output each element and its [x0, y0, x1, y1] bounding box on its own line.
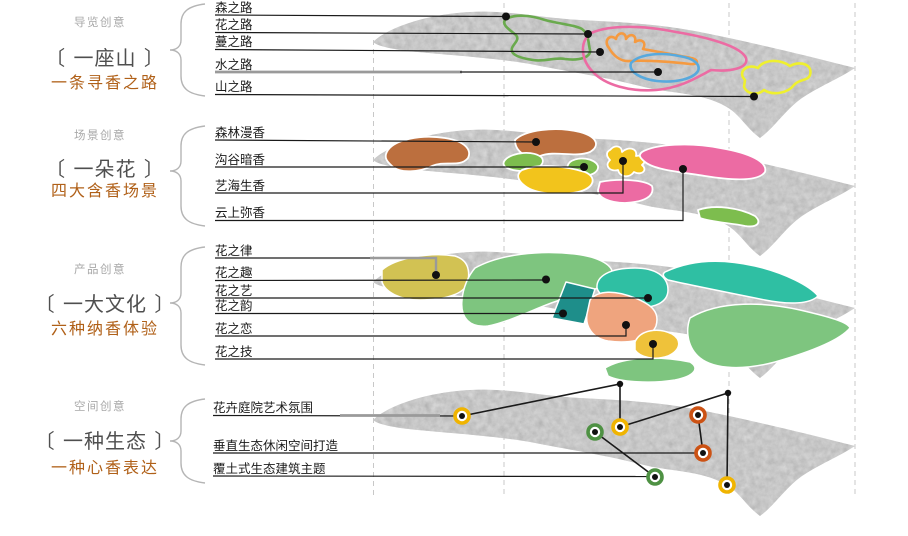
- culture-zones: [381, 251, 851, 383]
- leader-line-mountain-route: [214, 93, 755, 98]
- leader-line-forest-scene: [214, 139, 537, 143]
- leader-line-flower-fun: [214, 279, 547, 282]
- section-subtitle-four-scenes: 四大含香场景: [50, 181, 159, 200]
- route-loop-vine: [605, 32, 699, 66]
- dot-network-apex-2: [724, 389, 732, 397]
- zone-flower-art-east: [662, 260, 819, 304]
- section-brace-3: [169, 246, 206, 366]
- section-category-product: 产品创意: [74, 262, 126, 276]
- label-flower-rhythm: 花之律: [215, 243, 253, 258]
- leader-line-earth-building: [212, 475, 651, 478]
- section-title-one-mountain: 〔 一座山 〕: [45, 46, 165, 70]
- network-earth-building: [594, 431, 656, 478]
- label-flower-rhyme: 花之韵: [215, 298, 253, 313]
- dot-art-scene: [619, 157, 627, 165]
- terrain-map-routes: [373, 11, 855, 138]
- route-loop-forest: [502, 14, 592, 62]
- leader-line-flower-rhythm-gray: [370, 256, 438, 272]
- dot-flower-rhyme: [559, 309, 567, 318]
- dot-cloud-scene: [679, 165, 687, 173]
- leader-line-forest-route: [214, 14, 506, 18]
- section-brace-2: [169, 125, 206, 227]
- dot-flower-love: [622, 321, 630, 329]
- section-title-one-flower: 〔 一朵花 〕: [45, 157, 165, 181]
- marker-earth-building-2: [646, 468, 664, 486]
- dot-flower-route: [584, 30, 592, 38]
- zone-flower-love: [585, 291, 658, 343]
- label-forest-route: 森之路: [215, 0, 253, 15]
- section-subtitle-six-experiences: 六种纳香体验: [50, 319, 159, 338]
- scene-area-forest-west: [384, 135, 470, 173]
- section-brace-4: [169, 398, 206, 484]
- marker-vertical-eco-2: [694, 444, 712, 462]
- dot-valley-scene: [580, 163, 588, 171]
- dot-vine-route: [596, 48, 604, 56]
- dot-forest-scene: [532, 138, 540, 146]
- zone-flower-rhythm: [381, 254, 470, 301]
- label-forest-scene: 森林漫香: [215, 125, 266, 140]
- label-water-route: 水之路: [215, 57, 253, 72]
- label-flower-craft: 花之技: [215, 344, 253, 359]
- label-flower-art: 花之艺: [215, 283, 253, 298]
- scene-area-cloud-south: [597, 179, 654, 204]
- scene-area-cloud: [638, 143, 767, 181]
- dot-flower-fun: [542, 275, 550, 284]
- dot-flower-rhythm: [432, 271, 440, 279]
- route-loops: [502, 14, 812, 95]
- leader-line-cloud-scene: [215, 169, 684, 222]
- leader-line-flower-route: [214, 31, 589, 35]
- scene-area-art-south: [517, 165, 594, 195]
- section-braces: [169, 3, 206, 484]
- label-flower-love: 花之恋: [215, 321, 253, 336]
- zone-green-right: [687, 303, 851, 369]
- section-category-scene: 场景创意: [74, 128, 126, 142]
- marker-vertical-eco-1: [689, 406, 707, 424]
- section-category-guide: 导览创意: [74, 15, 126, 29]
- leader-line-flower-craft: [215, 345, 654, 360]
- section-category-space: 空间创意: [74, 399, 126, 413]
- marker-courtyard-2: [611, 418, 629, 436]
- label-flower-route: 花之路: [215, 17, 253, 32]
- leader-dots: [432, 12, 758, 397]
- leader-line-flower-love: [215, 326, 627, 337]
- leader-lines: [212, 14, 755, 486]
- label-earth-building: 覆土式生态建筑主题: [213, 461, 326, 476]
- section-brace-1: [169, 3, 206, 97]
- leader-line-art-scene: [215, 161, 624, 194]
- label-mountain-route: 山之路: [215, 79, 253, 94]
- dot-mountain-route: [750, 92, 758, 101]
- eco-markers: [453, 406, 736, 494]
- label-courtyard-art: 花卉庭院艺术氛围: [213, 400, 314, 415]
- label-cloud-scene: 云上弥香: [215, 205, 266, 220]
- section-subtitle-scent-road: 一条寻香之路: [50, 73, 159, 92]
- section-subtitle-heart-scent: 一种心香表达: [50, 458, 159, 477]
- label-vine-route: 蔓之路: [215, 34, 253, 49]
- label-valley-scene: 沟谷暗香: [215, 152, 266, 167]
- marker-earth-building-1: [586, 423, 604, 441]
- label-vertical-eco: 垂直生态休闲空间打造: [213, 438, 339, 453]
- route-loop-mountain: [740, 59, 812, 95]
- dot-flower-craft: [649, 340, 657, 348]
- scene-area-valley-east: [697, 206, 760, 228]
- section-title-one-culture: 〔 一大文化 〕: [34, 292, 176, 316]
- dot-flower-art: [644, 294, 652, 302]
- dot-water-route: [654, 68, 662, 76]
- leader-line-vine-route: [214, 48, 601, 53]
- zone-green-south: [604, 357, 696, 383]
- route-loop-water: [629, 52, 700, 83]
- section-title-one-ecology: 〔 一种生态 〕: [34, 429, 176, 453]
- marker-courtyard-1: [453, 407, 471, 425]
- label-art-scene: 艺海生香: [215, 178, 266, 193]
- dot-network-apex-1: [616, 380, 624, 388]
- marker-courtyard-3: [718, 476, 736, 494]
- dot-forest-route: [502, 12, 510, 21]
- label-flower-fun: 花之趣: [215, 265, 253, 280]
